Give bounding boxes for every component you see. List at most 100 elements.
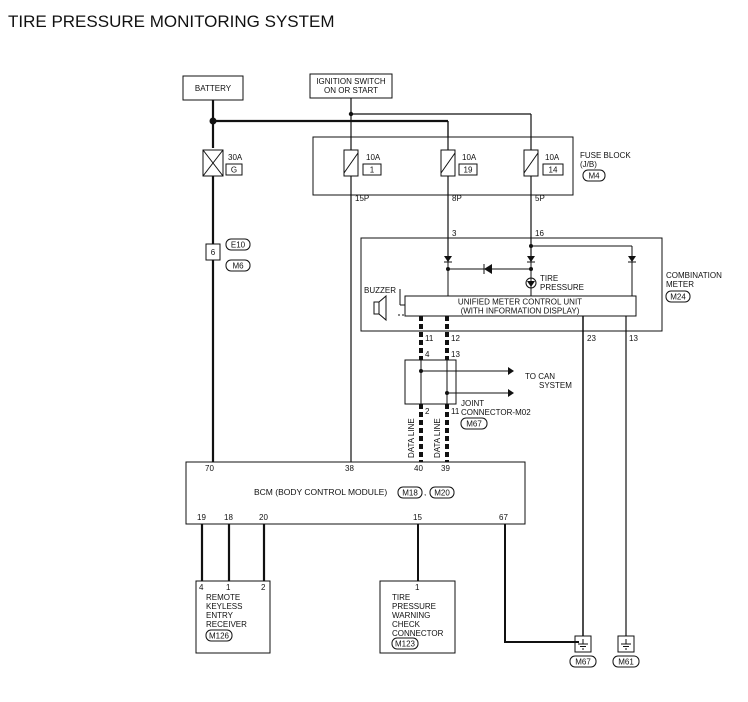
check-connector-tag bbox=[391, 637, 419, 650]
combination-meter bbox=[360, 237, 663, 332]
svg-text:M20: M20 bbox=[434, 489, 450, 498]
can-arrow-low bbox=[508, 389, 514, 397]
svg-text:14: 14 bbox=[549, 166, 558, 175]
ignition-label-2: ON OR START bbox=[324, 86, 378, 95]
svg-text:PRESSURE: PRESSURE bbox=[540, 283, 584, 292]
ground-m67-box bbox=[574, 635, 592, 653]
bcm-tag-2 bbox=[429, 486, 455, 499]
fuse-block-label-2: (J/B) bbox=[580, 160, 597, 169]
ignition-label-1: IGNITION SWITCH bbox=[316, 77, 386, 86]
ground-m61-tag bbox=[612, 655, 640, 668]
ground-m67-tag bbox=[569, 655, 597, 668]
svg-text:TO CAN: TO CAN bbox=[525, 372, 555, 381]
svg-text:1: 1 bbox=[226, 583, 231, 592]
svg-text:METER: METER bbox=[666, 280, 694, 289]
svg-text:20: 20 bbox=[259, 513, 268, 522]
joint-connector bbox=[404, 359, 457, 405]
svg-text:10A: 10A bbox=[366, 153, 381, 162]
svg-text:4: 4 bbox=[199, 583, 204, 592]
e10-tag bbox=[225, 238, 251, 251]
svg-text:2: 2 bbox=[261, 583, 266, 592]
can-arrow-high bbox=[508, 367, 514, 375]
svg-text:67: 67 bbox=[499, 513, 508, 522]
fuse-block-label-1: FUSE BLOCK bbox=[580, 151, 631, 160]
svg-text:UNIFIED METER CONTROL UNIT: UNIFIED METER CONTROL UNIT bbox=[458, 298, 582, 307]
svg-text:KEYLESS: KEYLESS bbox=[206, 602, 242, 611]
svg-text:M123: M123 bbox=[395, 640, 416, 649]
svg-text:1: 1 bbox=[415, 583, 420, 592]
svg-text:39: 39 bbox=[441, 464, 450, 473]
svg-text:16: 16 bbox=[535, 229, 544, 238]
svg-text:,: , bbox=[424, 488, 426, 497]
svg-text:40: 40 bbox=[414, 464, 423, 473]
svg-text:PRESSURE: PRESSURE bbox=[392, 602, 436, 611]
svg-text:8P: 8P bbox=[452, 194, 462, 203]
svg-text:18: 18 bbox=[224, 513, 233, 522]
svg-text:70: 70 bbox=[205, 464, 214, 473]
buzzer-label: BUZZER bbox=[364, 286, 396, 295]
svg-text:ENTRY: ENTRY bbox=[206, 611, 234, 620]
svg-text:M67: M67 bbox=[575, 658, 591, 667]
svg-text:13: 13 bbox=[629, 334, 638, 343]
svg-text:10A: 10A bbox=[545, 153, 560, 162]
svg-text:5P: 5P bbox=[535, 194, 545, 203]
svg-text:15P: 15P bbox=[355, 194, 369, 203]
tire-pressure-warning-check-connector bbox=[379, 580, 456, 654]
diode-1 bbox=[444, 256, 452, 262]
svg-text:11: 11 bbox=[451, 407, 460, 416]
svg-text:CHECK: CHECK bbox=[392, 620, 421, 629]
svg-text:M6: M6 bbox=[232, 262, 244, 271]
svg-text:M61: M61 bbox=[618, 658, 634, 667]
svg-text:10A: 10A bbox=[462, 153, 477, 162]
svg-text:19: 19 bbox=[197, 513, 206, 522]
diode-horizontal bbox=[484, 264, 492, 274]
svg-text:CONNECTOR: CONNECTOR bbox=[392, 629, 444, 638]
svg-text:SYSTEM: SYSTEM bbox=[539, 381, 572, 390]
svg-text:TIRE: TIRE bbox=[392, 593, 410, 602]
joint-tag bbox=[460, 417, 488, 430]
bcm-tag-1 bbox=[397, 486, 423, 499]
fuse-30a-id: G bbox=[231, 166, 237, 175]
svg-text:M67: M67 bbox=[466, 420, 482, 429]
fuse-block-tag bbox=[582, 169, 606, 182]
unified-meter-control-unit bbox=[404, 295, 637, 317]
page-title: TIRE PRESSURE MONITORING SYSTEM bbox=[8, 12, 335, 31]
fuse-30a-amp: 30A bbox=[228, 153, 243, 162]
svg-text:WARNING: WARNING bbox=[392, 611, 430, 620]
bcm-label: BCM (BODY CONTROL MODULE) bbox=[254, 487, 387, 497]
connector-e10-pin: 6 bbox=[211, 248, 216, 257]
svg-text:COMBINATION: COMBINATION bbox=[666, 271, 722, 280]
svg-text:(WITH INFORMATION DISPLAY): (WITH INFORMATION DISPLAY) bbox=[461, 307, 580, 316]
svg-text:23: 23 bbox=[587, 334, 596, 343]
svg-text:12: 12 bbox=[451, 334, 460, 343]
svg-text:JOINT: JOINT bbox=[461, 399, 484, 408]
remote-keyless-entry-receiver bbox=[195, 580, 271, 654]
svg-text:2: 2 bbox=[425, 407, 430, 416]
buzzer-icon bbox=[373, 301, 380, 315]
svg-text:REMOTE: REMOTE bbox=[206, 593, 240, 602]
receiver-tag bbox=[205, 629, 233, 642]
svg-text:38: 38 bbox=[345, 464, 354, 473]
diode-3 bbox=[628, 256, 636, 262]
svg-text:M24: M24 bbox=[670, 293, 686, 302]
svg-text:E10: E10 bbox=[231, 241, 246, 250]
svg-text:TIRE: TIRE bbox=[540, 274, 558, 283]
bcm-67-ground-wire bbox=[504, 524, 579, 643]
svg-text:4: 4 bbox=[425, 350, 430, 359]
diode-2 bbox=[527, 256, 535, 262]
svg-text:CONNECTOR-M02: CONNECTOR-M02 bbox=[461, 408, 531, 417]
svg-text:1: 1 bbox=[370, 166, 375, 175]
battery-label: BATTERY bbox=[195, 84, 232, 93]
tire-pressure-lamp bbox=[525, 277, 537, 289]
svg-text:19: 19 bbox=[464, 166, 473, 175]
data-line-label-2: DATA LINE bbox=[433, 418, 442, 458]
meter-tag bbox=[665, 290, 691, 303]
svg-text:15: 15 bbox=[413, 513, 422, 522]
svg-text:13: 13 bbox=[451, 350, 460, 359]
m6-tag bbox=[225, 259, 251, 272]
svg-text:M18: M18 bbox=[402, 489, 418, 498]
svg-text:3: 3 bbox=[452, 229, 457, 238]
fuse-block bbox=[312, 136, 574, 196]
svg-text:M126: M126 bbox=[209, 632, 230, 641]
